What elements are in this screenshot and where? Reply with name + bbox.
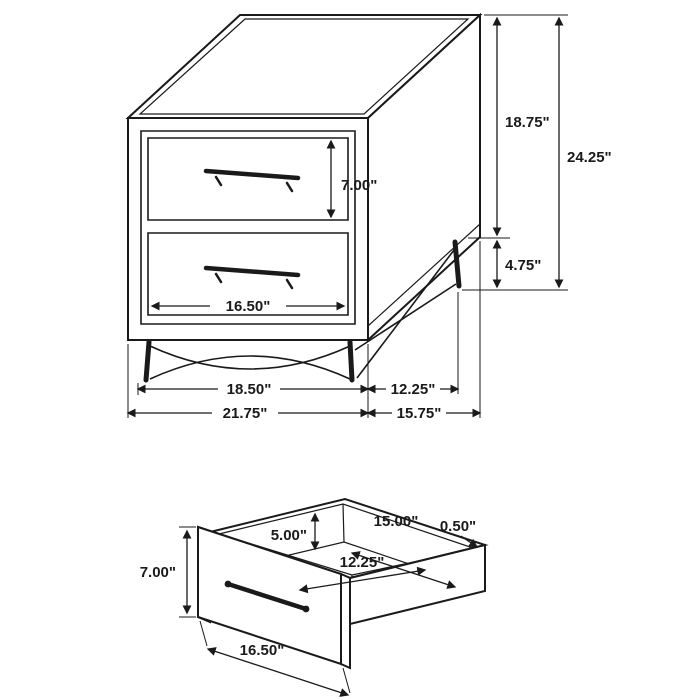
- handle-foot: [214, 272, 223, 284]
- dim-label-interior-depth: 12.25": [340, 554, 385, 571]
- top-face-bevel: [138, 18, 470, 115]
- dim-label-front-leg-span: 18.50": [227, 381, 272, 398]
- top-drawer-handle: [203, 168, 301, 193]
- dim-side-leg-span: 12.25": [366, 381, 460, 398]
- inner-corner-edge: [342, 503, 345, 543]
- dim-label-overall-depth: 15.75": [397, 405, 442, 422]
- dim-overall-depth: 15.75": [366, 405, 482, 422]
- handle-rod: [203, 265, 301, 278]
- drawer-dimensions: 7.00" 5.00" 15.00" 0.50": [140, 512, 479, 697]
- front-face-frame: [140, 130, 356, 325]
- dim-label-interior-height: 5.00": [271, 527, 307, 544]
- dim-label-wall-thickness: 0.50": [440, 518, 476, 535]
- side-wire: [356, 249, 455, 379]
- legs: [143, 239, 462, 383]
- drawer-front-right-end: [340, 572, 351, 670]
- side-wire: [354, 283, 457, 351]
- dim-label-side-leg-span: 12.25": [391, 381, 436, 398]
- front-right-leg: [347, 339, 355, 383]
- dim-drawer-front-height: 7.00": [140, 526, 196, 618]
- dim-label-drawer-front-height: 7.00": [341, 177, 377, 194]
- nightstand-body: [125, 12, 483, 383]
- dim-label-drawer-width: 16.50": [226, 298, 271, 315]
- dim-interior-depth: 12.25": [298, 554, 427, 594]
- dim-drawer-front-height: 7.00": [326, 139, 377, 219]
- dim-front-leg-span: 18.50": [136, 381, 370, 398]
- top-drawer-front: [147, 137, 349, 221]
- front-left-leg: [143, 339, 152, 383]
- nightstand-figure: 7.00" 18.75" 4.75" 2: [125, 12, 612, 422]
- handle-rod: [203, 168, 301, 181]
- handle-foot: [214, 175, 223, 187]
- handle-cap: [302, 605, 310, 613]
- dim-upper-body-height: 18.75": [468, 14, 568, 239]
- back-right-leg: [452, 239, 462, 289]
- handle-foot: [285, 278, 294, 290]
- drawer-handle: [224, 580, 310, 613]
- dim-front-width: 16.50": [199, 620, 351, 697]
- dim-label-overall-height: 24.25": [567, 149, 612, 166]
- handle-cap: [224, 580, 232, 588]
- dim-label-upper-body-height: 18.75": [505, 114, 550, 131]
- drawer-figure: 7.00" 5.00" 15.00" 0.50": [140, 497, 489, 697]
- dim-label-overall-width: 21.75": [223, 405, 268, 422]
- bottom-extension-lines: [127, 241, 481, 418]
- dim-label-front-height: 7.00": [140, 564, 176, 581]
- dim-label-interior-width: 15.00": [374, 513, 419, 530]
- bottom-drawer-front: [147, 232, 349, 316]
- handle-rod: [225, 581, 309, 612]
- handle-foot: [285, 181, 294, 193]
- dim-leg-height: 4.75": [492, 239, 541, 289]
- front-wire: [149, 355, 351, 380]
- dim-interior-height: 5.00": [271, 512, 320, 551]
- dim-label-front-width: 16.50": [240, 642, 285, 659]
- dim-overall-width: 21.75": [126, 405, 370, 422]
- right-side-bottom-rail: [367, 223, 481, 327]
- bottom-drawer-handle: [203, 265, 301, 290]
- front-wire: [149, 345, 351, 370]
- leg-wires: [149, 249, 457, 380]
- dim-wall-thickness: 0.50": [440, 518, 479, 548]
- front-face: [127, 117, 369, 341]
- nightstand-dimensions: 7.00" 18.75" 4.75" 2: [126, 14, 612, 422]
- dim-overall-height: 24.25": [462, 16, 612, 291]
- dim-drawer-width: 16.50": [150, 298, 346, 315]
- dim-label-leg-height: 4.75": [505, 257, 541, 274]
